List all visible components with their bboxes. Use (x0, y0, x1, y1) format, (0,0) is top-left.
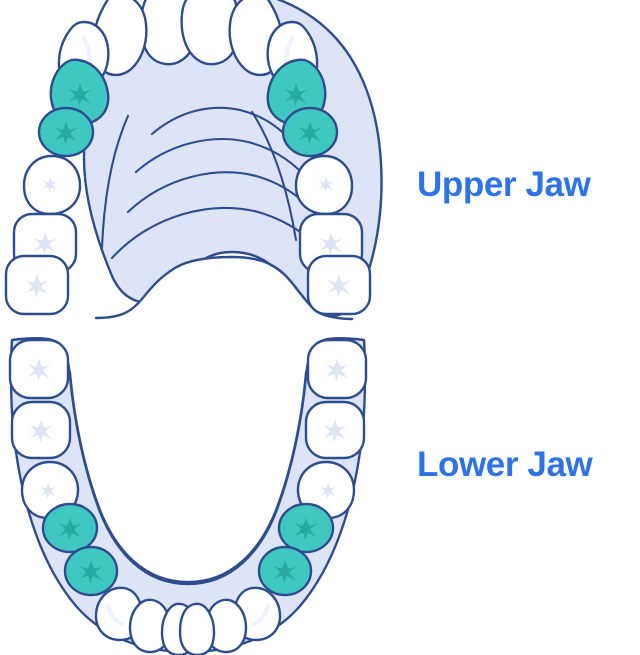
upper-jaw-group[interactable] (4, 0, 383, 330)
tooth-lr-central-incisor[interactable] (178, 602, 216, 655)
tooth-ll-first-premolar-highlighted[interactable] (63, 545, 119, 597)
tooth-ur-third-molar[interactable] (306, 254, 372, 316)
lower-jaw-label: Lower Jaw (417, 445, 593, 484)
tooth-lr-second-premolar-highlighted[interactable] (277, 502, 335, 554)
tooth-lr-third-molar[interactable] (306, 338, 368, 400)
lower-jaw-group[interactable] (8, 337, 368, 655)
tooth-ur-first-molar[interactable] (294, 154, 354, 216)
lower-inner-arch-outline (68, 370, 308, 584)
upper-soft-palate-notch (96, 258, 352, 330)
ll-canine-highlight (106, 604, 124, 626)
tooth-ll-second-premolar-highlighted[interactable] (41, 502, 99, 554)
tooth-ul-second-premolar-highlighted[interactable] (37, 106, 95, 158)
upper-jaw-label: Upper Jaw (417, 165, 591, 204)
tooth-ll-second-molar[interactable] (10, 400, 72, 460)
lr-canine-highlight (252, 604, 270, 626)
tooth-ul-first-molar[interactable] (22, 154, 82, 216)
tooth-lr-second-molar[interactable] (304, 400, 366, 460)
tooth-ll-third-molar[interactable] (8, 338, 70, 400)
tooth-ur-second-premolar-highlighted[interactable] (281, 106, 339, 158)
tooth-ul-third-molar[interactable] (4, 254, 70, 316)
tooth-lr-first-premolar-highlighted[interactable] (257, 545, 313, 597)
tooth-ur-central-incisor[interactable] (180, 0, 241, 66)
palatine-raphe-lines (100, 110, 298, 250)
